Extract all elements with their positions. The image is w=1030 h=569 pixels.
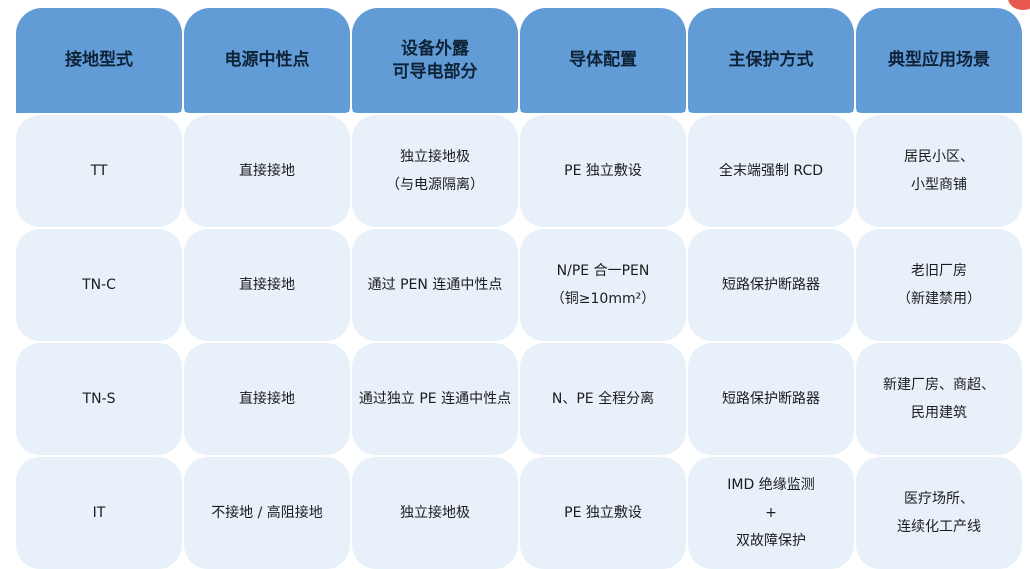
cell-text: 独立接地极 bbox=[400, 505, 470, 521]
cell-text: 短路保护断路器 bbox=[722, 391, 820, 407]
cell-conductor-tn-s: N、PE 全程分离 bbox=[520, 343, 686, 455]
header-label-line2: 可导电部分 bbox=[392, 61, 478, 82]
cell-text: 不接地 / 高阻接地 bbox=[211, 505, 323, 521]
cell-protection-it: IMD 绝缘监测 + 双故障保护 bbox=[688, 457, 854, 569]
header-main-protection: 主保护方式 bbox=[688, 8, 854, 113]
cell-text: 直接接地 bbox=[239, 163, 295, 179]
cell-protection-tn-c: 短路保护断路器 bbox=[688, 229, 854, 341]
cell-type-tn-s: TN-S bbox=[16, 343, 182, 455]
cell-text: PE 独立敷设 bbox=[564, 163, 642, 179]
cell-type-it: IT bbox=[16, 457, 182, 569]
cell-application-tn-s: 新建厂房、商超、 民用建筑 bbox=[856, 343, 1022, 455]
cell-text-line1: 新建厂房、商超、 bbox=[883, 377, 995, 393]
cell-text: 短路保护断路器 bbox=[722, 277, 820, 293]
cell-application-tn-c: 老旧厂房 （新建禁用） bbox=[856, 229, 1022, 341]
cell-text-line2: 连续化工产线 bbox=[897, 519, 981, 535]
cell-application-it: 医疗场所、 连续化工产线 bbox=[856, 457, 1022, 569]
cell-text: PE 独立敷设 bbox=[564, 505, 642, 521]
cell-neutral-tn-s: 直接接地 bbox=[184, 343, 350, 455]
cell-text: TN-S bbox=[82, 391, 116, 407]
header-label: 导体配置 bbox=[569, 50, 637, 71]
corner-accent-shape bbox=[1008, 0, 1030, 10]
cell-text: TT bbox=[90, 163, 108, 179]
cell-text-line2: 小型商铺 bbox=[911, 177, 967, 193]
cell-text-line1: IMD 绝缘监测 bbox=[727, 477, 815, 493]
cell-neutral-tt: 直接接地 bbox=[184, 115, 350, 227]
cell-text-line2: （新建禁用） bbox=[897, 291, 981, 307]
cell-text-line2: + bbox=[765, 505, 777, 521]
header-label: 电源中性点 bbox=[224, 50, 310, 71]
cell-neutral-tn-c: 直接接地 bbox=[184, 229, 350, 341]
cell-protection-tn-s: 短路保护断路器 bbox=[688, 343, 854, 455]
grounding-types-table: 接地型式 电源中性点 设备外露 可导电部分 导体配置 主保护方式 典型应用场景 … bbox=[16, 8, 1022, 569]
cell-neutral-it: 不接地 / 高阻接地 bbox=[184, 457, 350, 569]
header-conductor-configuration: 导体配置 bbox=[520, 8, 686, 113]
header-source-neutral: 电源中性点 bbox=[184, 8, 350, 113]
header-label: 接地型式 bbox=[65, 50, 133, 71]
header-typical-application: 典型应用场景 bbox=[856, 8, 1022, 113]
cell-text-line3: 双故障保护 bbox=[736, 533, 806, 549]
header-label-line1: 设备外露 bbox=[401, 38, 469, 59]
cell-text: 直接接地 bbox=[239, 277, 295, 293]
cell-type-tt: TT bbox=[16, 115, 182, 227]
header-label: 主保护方式 bbox=[728, 50, 814, 71]
cell-type-tn-c: TN-C bbox=[16, 229, 182, 341]
cell-text-line1: N/PE 合一PEN bbox=[556, 263, 650, 279]
cell-text-line1: 独立接地极 bbox=[400, 149, 470, 165]
cell-text: 直接接地 bbox=[239, 391, 295, 407]
cell-exposed-it: 独立接地极 bbox=[352, 457, 518, 569]
cell-application-tt: 居民小区、 小型商铺 bbox=[856, 115, 1022, 227]
cell-text-line1: 居民小区、 bbox=[904, 149, 974, 165]
header-label: 典型应用场景 bbox=[888, 50, 990, 71]
cell-exposed-tn-s: 通过独立 PE 连通中性点 bbox=[352, 343, 518, 455]
header-exposed-conductive-parts: 设备外露 可导电部分 bbox=[352, 8, 518, 113]
cell-text-line1: 医疗场所、 bbox=[904, 491, 974, 507]
cell-text-line2: （与电源隔离） bbox=[386, 177, 484, 193]
cell-protection-tt: 全末端强制 RCD bbox=[688, 115, 854, 227]
cell-conductor-it: PE 独立敷设 bbox=[520, 457, 686, 569]
cell-exposed-tt: 独立接地极 （与电源隔离） bbox=[352, 115, 518, 227]
cell-text: 全末端强制 RCD bbox=[718, 163, 824, 179]
cell-text-line2: （铜≥10mm²） bbox=[550, 291, 656, 307]
cell-text: N、PE 全程分离 bbox=[551, 391, 655, 407]
header-grounding-type: 接地型式 bbox=[16, 8, 182, 113]
cell-text: 通过 PEN 连通中性点 bbox=[367, 277, 503, 293]
cell-conductor-tn-c: N/PE 合一PEN （铜≥10mm²） bbox=[520, 229, 686, 341]
cell-text: 通过独立 PE 连通中性点 bbox=[358, 391, 512, 407]
cell-text: IT bbox=[92, 505, 106, 521]
cell-conductor-tt: PE 独立敷设 bbox=[520, 115, 686, 227]
cell-text-line1: 老旧厂房 bbox=[911, 263, 967, 279]
cell-text: TN-C bbox=[82, 277, 116, 293]
cell-text-line2: 民用建筑 bbox=[911, 405, 967, 421]
cell-exposed-tn-c: 通过 PEN 连通中性点 bbox=[352, 229, 518, 341]
